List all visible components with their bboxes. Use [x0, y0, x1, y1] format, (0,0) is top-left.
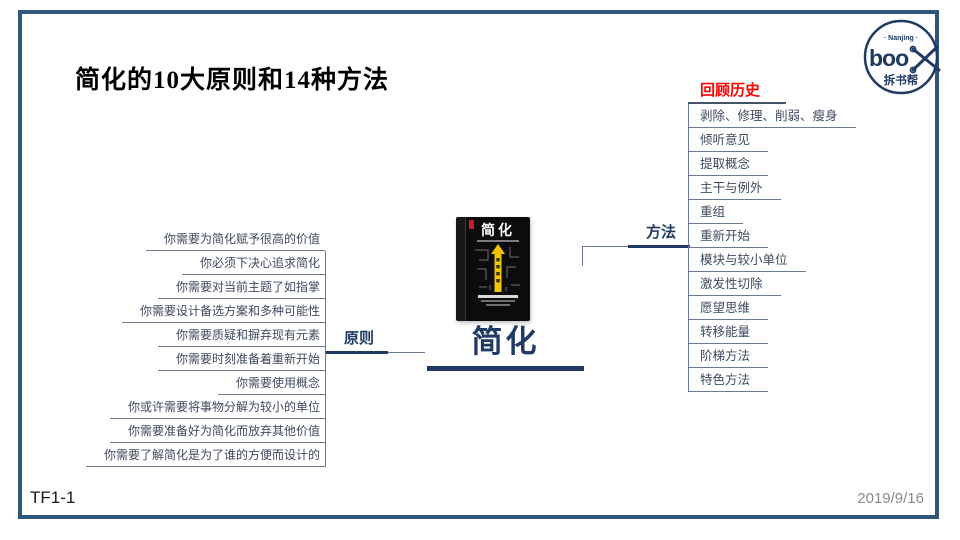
- list-item: 阶梯方法: [688, 344, 769, 368]
- logo-brand-name: 拆书帮: [884, 73, 919, 87]
- book-cover: 简化: [456, 217, 530, 321]
- methods-connector-tick: [582, 246, 583, 266]
- logo-circle: [863, 19, 939, 95]
- logo-arc-text: · Nanjing ·: [884, 35, 918, 42]
- list-item: 你需要了解简化是为了谁的方便而设计的: [85, 443, 325, 467]
- footer-date: 2019/9/16: [857, 490, 924, 507]
- brand-logo: · Nanjing · boo 拆书帮: [863, 19, 941, 95]
- center-node-label: 简化: [471, 324, 540, 359]
- slide-frame: [18, 10, 939, 519]
- list-item: 重新开始: [688, 224, 769, 248]
- list-item: 你或许需要将事物分解为较小的单位: [109, 395, 325, 419]
- principles-list: 你需要为简化赋予很高的价值你必须下决心追求简化你需要对当前主题了如指掌你需要设计…: [85, 227, 325, 467]
- list-item: 你需要时刻准备着重新开始: [157, 347, 325, 371]
- book-front: 简化: [466, 217, 530, 321]
- scissors-handle: [909, 45, 917, 53]
- scissors-icon: [911, 45, 941, 72]
- principles-branch-label: 原则: [326, 330, 389, 354]
- list-item: 提取概念: [688, 152, 769, 176]
- list-item: 倾听意见: [688, 128, 769, 152]
- methods-list-block: 回顾历史 剥除、修理、削弱、瘦身倾听意见提取概念主干与例外重组重新开始模块与较小…: [688, 82, 856, 392]
- list-item: 剥除、修理、削弱、瘦身: [688, 104, 856, 128]
- maze-graphic: [475, 244, 520, 292]
- book-text-line: [481, 300, 515, 302]
- list-item: 转移能量: [688, 320, 769, 344]
- list-item: 你需要对当前主题了如指掌: [157, 275, 325, 299]
- book-spine: [456, 217, 466, 321]
- center-node-underline: [427, 366, 584, 371]
- list-item: 重组: [688, 200, 744, 224]
- list-item: 你必须下决心追求简化: [181, 251, 325, 275]
- book-text-line: [486, 304, 510, 306]
- footer-code: TF1-1: [30, 488, 76, 507]
- methods-connector-line: [582, 246, 628, 247]
- methods-highlighted-item: 回顾历史: [688, 82, 787, 104]
- list-item: 模块与较小单位: [688, 248, 806, 272]
- list-item: 愿望思维: [688, 296, 769, 320]
- principles-connector-line: [388, 352, 425, 353]
- list-item: 特色方法: [688, 368, 769, 392]
- methods-list: 剥除、修理、削弱、瘦身倾听意见提取概念主干与例外重组重新开始模块与较小单位激发性…: [688, 104, 856, 392]
- book-author-line: [477, 240, 519, 242]
- publisher-chip: [469, 220, 474, 229]
- page-title: 简化的10大原则和14种方法: [75, 67, 390, 94]
- list-item: 你需要使用概念: [217, 371, 325, 395]
- list-item: 激发性切除: [688, 272, 781, 296]
- list-item: 主干与例外: [688, 176, 781, 200]
- list-item: 你需要质疑和摒弃现有元素: [157, 323, 325, 347]
- scissors-handle: [909, 66, 917, 74]
- list-item: 你需要为简化赋予很高的价值: [145, 227, 325, 251]
- principles-spine-line: [325, 251, 326, 467]
- methods-branch-label: 方法: [628, 224, 691, 248]
- list-item: 你需要准备好为简化而放弃其他价值: [109, 419, 325, 443]
- book-subtitle-line: [478, 295, 518, 298]
- logo-brand-word: boo: [869, 45, 909, 71]
- methods-spine-line: [688, 104, 689, 392]
- list-item: 你需要设计备选方案和多种可能性: [121, 299, 325, 323]
- book-cover-title: 简化: [481, 222, 515, 238]
